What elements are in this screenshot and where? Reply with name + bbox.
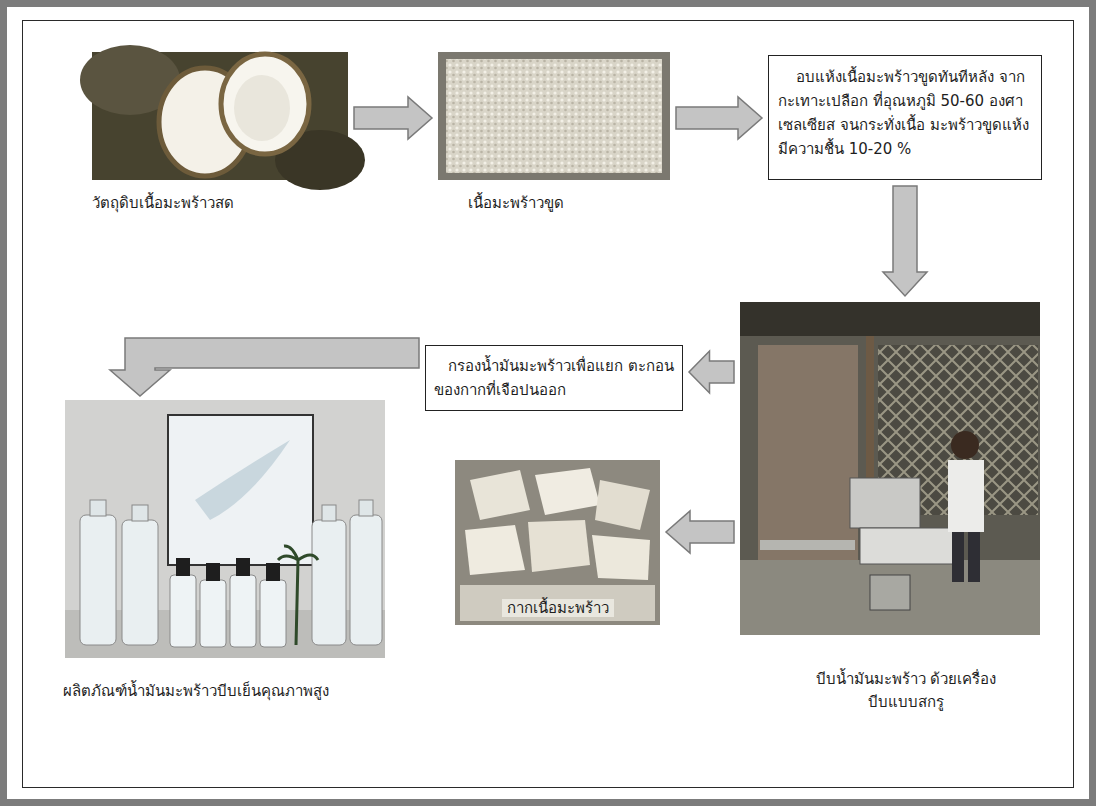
worker-leg <box>968 532 980 582</box>
photo-ground <box>740 302 1040 635</box>
toy-palm <box>278 546 318 645</box>
photo-ground <box>438 52 670 180</box>
caption-patch: กากเนื้อมะพร้าว <box>502 599 614 617</box>
bottle <box>122 520 158 645</box>
photo-step: บีบน้ำมันมะพร้าว ด้วยเครื่องบีบแบบสกรู <box>740 302 1040 713</box>
bottle-cap <box>90 500 106 516</box>
residue-ground <box>460 585 655 621</box>
photo-step: กากเนื้อมะพร้าว <box>455 460 660 625</box>
residue-piece <box>595 480 650 530</box>
worker-leg <box>952 532 964 582</box>
photo-caption: วัตถุดิบเนื้อมะพร้าวสด <box>92 192 234 215</box>
photo-step: วัตถุดิบเนื้อมะพร้าวสด <box>92 52 348 215</box>
press-machine <box>850 478 920 528</box>
block-arrow <box>354 97 432 139</box>
process-box: กรองน้ำมันมะพร้าวเพื่อแยก ตะกอนของกากที่… <box>425 345 683 411</box>
small-cap <box>206 563 220 581</box>
photo-step: เนื้อมะพร้าวขูด <box>438 52 670 215</box>
worker-head <box>951 431 979 459</box>
bottle-cap <box>322 505 336 521</box>
poster <box>168 415 313 565</box>
residue-piece <box>528 520 590 572</box>
block-arrow <box>689 351 734 393</box>
grated-tray <box>446 59 662 173</box>
press-photo <box>740 302 1040 635</box>
process-text: อบแห้งเนื้อมะพร้าวขูดทันทีหลัง จากกะเทาะ… <box>778 65 1032 161</box>
small-bottle <box>260 580 286 647</box>
wall <box>758 345 858 560</box>
block-arrow <box>666 511 734 553</box>
block-arrow <box>676 97 762 139</box>
bottle-cap <box>359 500 373 516</box>
small-cap <box>176 558 190 576</box>
residue-piece <box>592 535 650 580</box>
process-box: อบแห้งเนื้อมะพร้าวขูดทันทีหลัง จากกะเทาะ… <box>768 55 1042 180</box>
residue-photo <box>455 460 660 625</box>
photo-ground <box>455 460 660 625</box>
grated-coconut-photo <box>438 52 670 180</box>
poster-swoosh <box>195 440 290 520</box>
coconut-photo <box>80 45 365 190</box>
screw-shaft <box>760 540 855 550</box>
oil-pot <box>870 575 910 610</box>
product-photo <box>65 400 385 658</box>
photo-ground <box>65 400 385 658</box>
photo-step: ผลิตภัณฑ์น้ำมันมะพร้าวบีบเย็นคุณภาพสูง <box>65 400 385 703</box>
roof <box>740 302 1040 336</box>
coconut-hollow <box>234 75 290 141</box>
photo-caption: ผลิตภัณฑ์น้ำมันมะพร้าวบีบเย็นคุณภาพสูง <box>63 680 329 703</box>
residue-piece <box>535 468 600 515</box>
photo-caption: บีบน้ำมันมะพร้าว ด้วยเครื่องบีบแบบสกรู <box>808 668 1004 713</box>
bottle-cap <box>132 505 148 521</box>
small-cap <box>266 563 280 581</box>
small-bottle <box>230 575 256 647</box>
process-text: กรองน้ำมันมะพร้าวเพื่อแยก ตะกอนของกากที่… <box>434 354 674 402</box>
photo-caption: เนื้อมะพร้าวขูด <box>468 192 564 215</box>
coconut-half <box>221 54 309 154</box>
block-arrow <box>883 186 927 296</box>
floor <box>740 560 1040 635</box>
press-base <box>860 528 960 564</box>
residue-piece <box>465 525 525 575</box>
block-arrow <box>110 338 419 396</box>
worker-body <box>948 460 984 532</box>
small-bottle <box>200 580 226 647</box>
residue-piece <box>470 470 530 520</box>
bottle <box>350 515 382 645</box>
small-cap <box>236 558 250 576</box>
small-bottle <box>170 575 196 647</box>
photo-caption: กากเนื้อมะพร้าว <box>455 597 660 620</box>
bottle <box>80 515 116 645</box>
bottle <box>312 520 346 645</box>
